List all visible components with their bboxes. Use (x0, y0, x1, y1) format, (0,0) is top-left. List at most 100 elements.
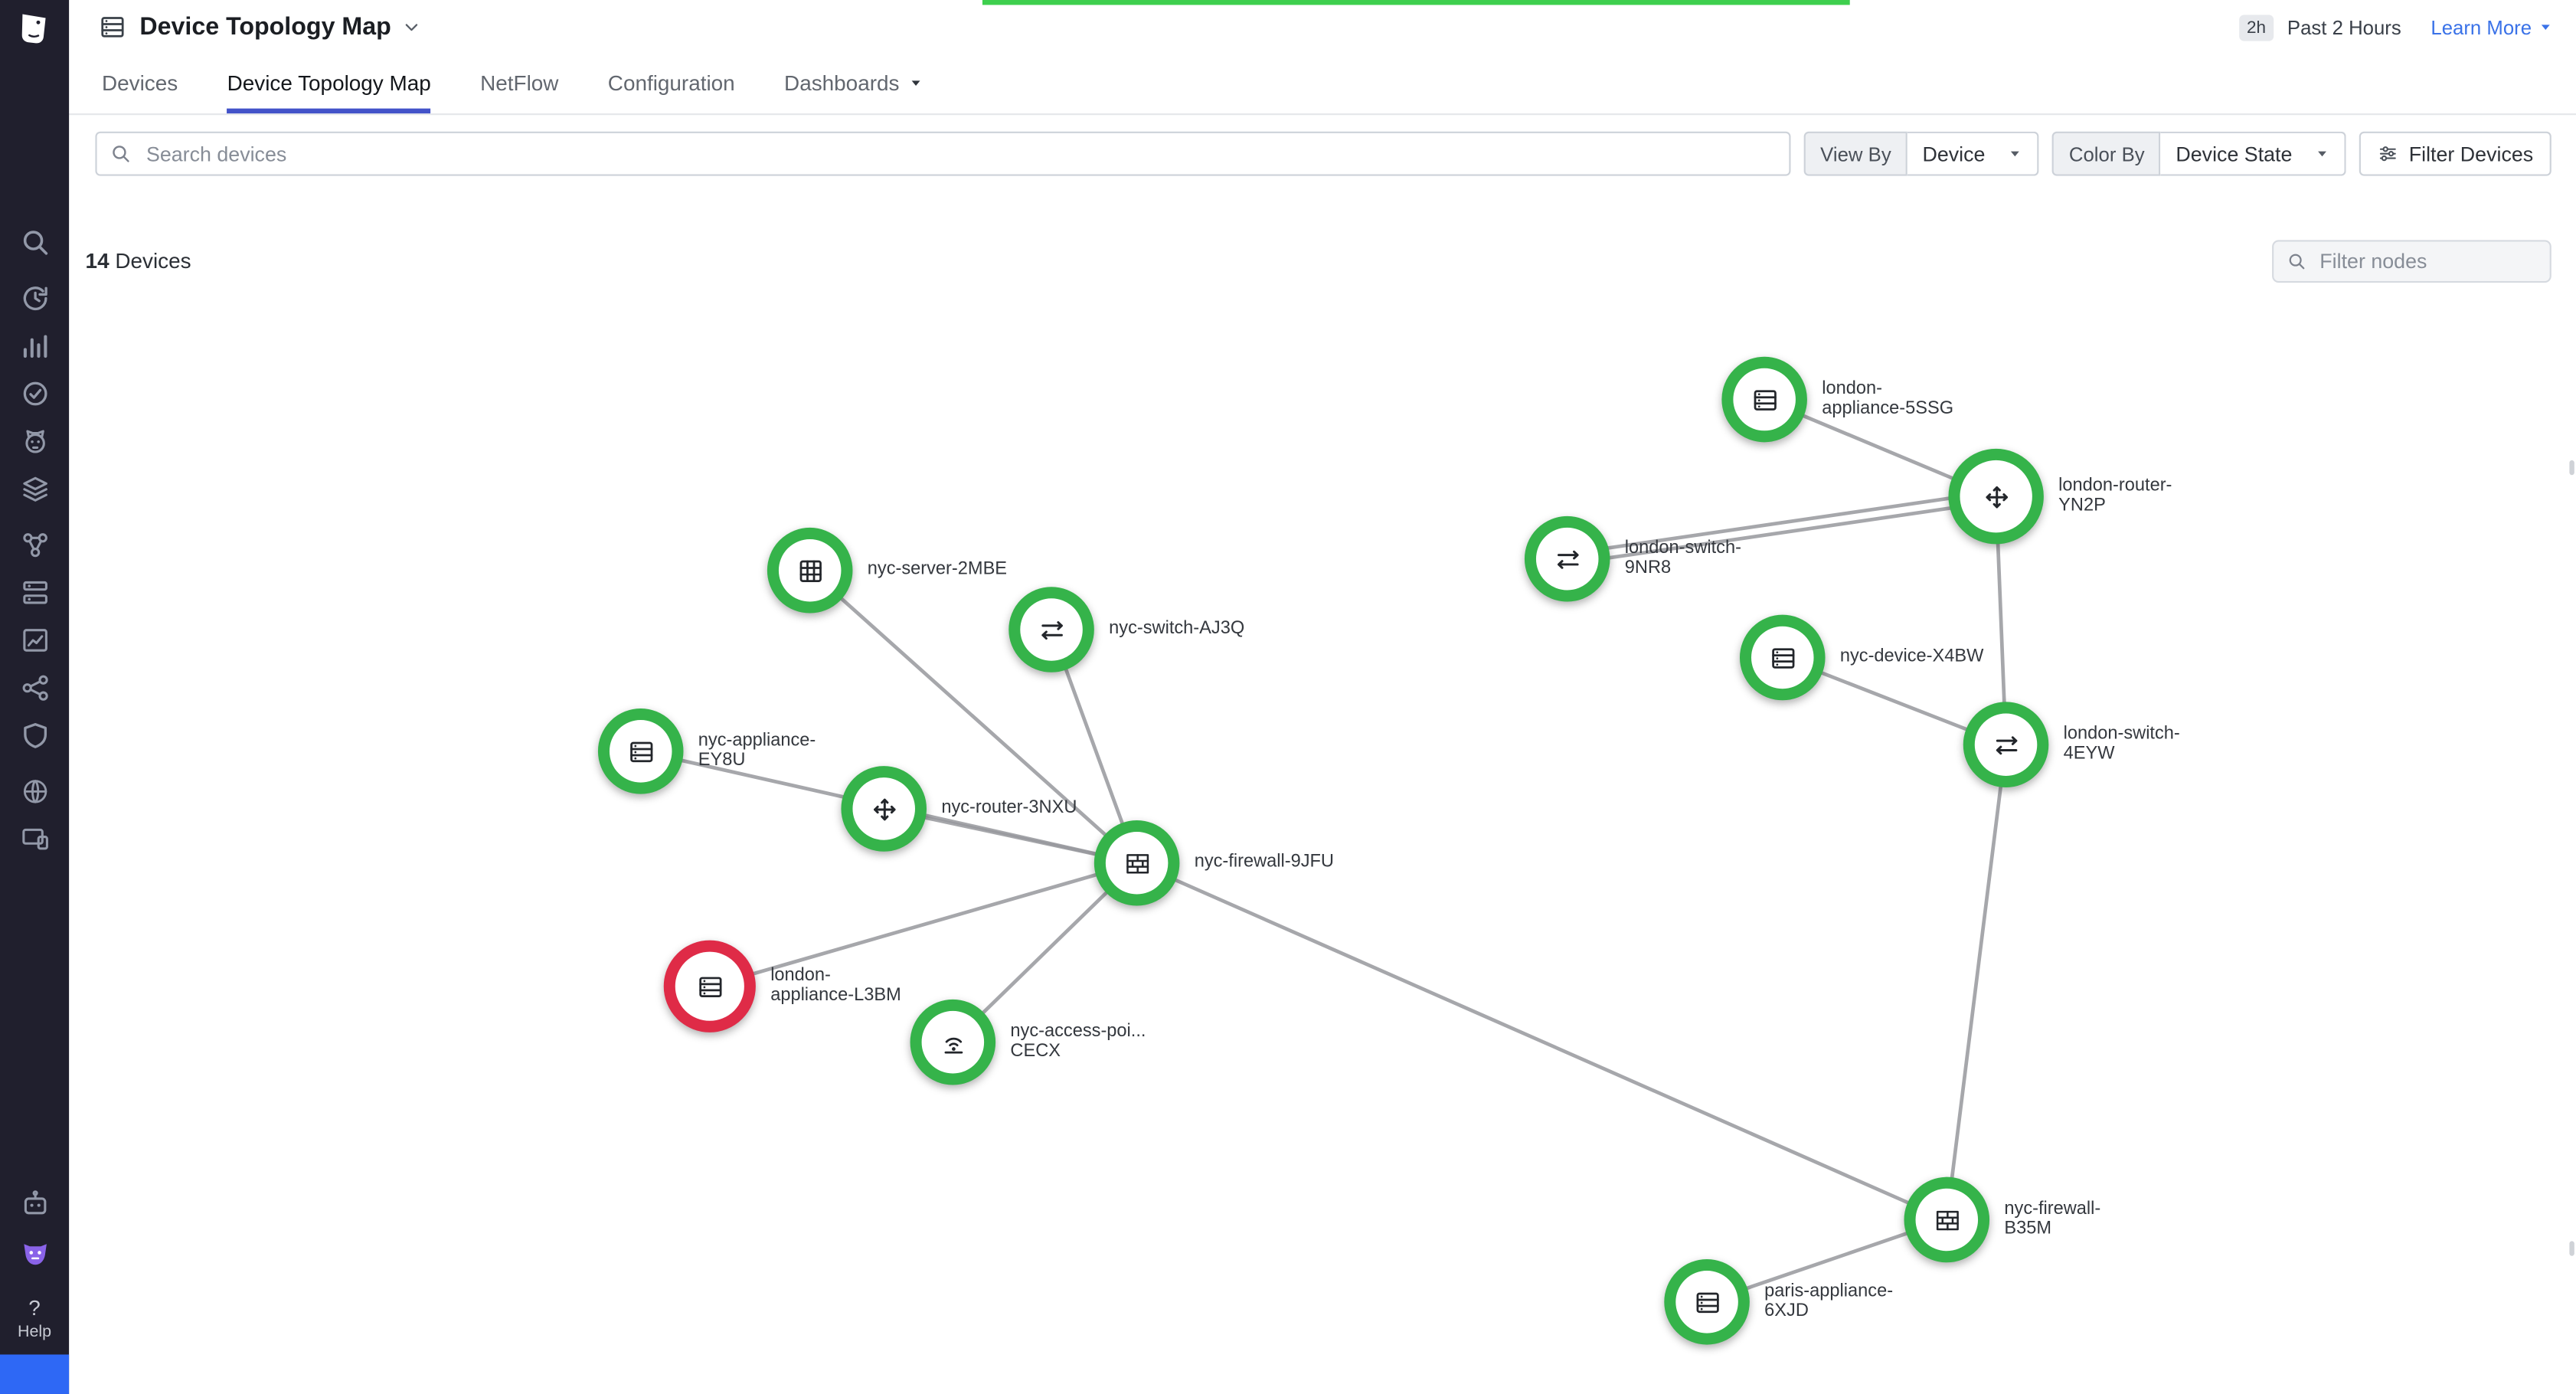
sidebar-item-rum[interactable] (19, 823, 51, 855)
page-header: Device Topology Map 2h Past 2 Hours Lear… (69, 0, 2576, 54)
topology-node-london-appliance-L3BM[interactable] (663, 940, 756, 1032)
topology-node-label: london-switch-9NR8 (1624, 538, 1741, 578)
topology-node-london-switch-4EYW[interactable] (1963, 702, 2049, 788)
view-by-label: View By (1803, 131, 1908, 176)
search-icon (110, 143, 132, 165)
server-icon (796, 556, 823, 584)
sidebar-item-watchdog[interactable] (19, 426, 51, 457)
topology-node-nyc-router-3NXU[interactable] (841, 766, 927, 852)
sidebar-item-bits-ai[interactable] (19, 1238, 51, 1269)
topology-node-label: london-router-YN2P (2058, 476, 2172, 515)
sidebar-item-hosts[interactable] (19, 577, 51, 608)
appliance-icon (1693, 1288, 1721, 1316)
search-devices-field[interactable] (142, 140, 1777, 167)
view-by-dropdown[interactable]: Device (1907, 131, 2040, 176)
tab-configuration[interactable]: Configuration (608, 54, 735, 113)
tab-netflow[interactable]: NetFlow (480, 54, 558, 113)
bits-ai-icon (19, 1238, 51, 1269)
sidebar-item-security[interactable] (19, 720, 51, 751)
assistant-icon (19, 1189, 51, 1220)
sidebar-help[interactable]: ? Help (18, 1297, 51, 1341)
watchdog-icon (19, 426, 51, 457)
switch-icon (1992, 731, 2019, 758)
topology-node-label: nyc-firewall-9JFU (1194, 852, 1334, 872)
switch-icon (1038, 616, 1065, 643)
scrollbar-marker (2569, 1241, 2574, 1256)
filter-nodes-field[interactable] (2316, 248, 2537, 275)
access-point-icon (939, 1028, 966, 1055)
topology-node-nyc-device-X4BW[interactable] (1739, 614, 1826, 701)
help-label: Help (17, 1323, 52, 1342)
sidebar-footer-button[interactable] (0, 1354, 70, 1394)
tab-devices[interactable]: Devices (102, 54, 178, 113)
sidebar-item-assistant[interactable] (19, 1189, 51, 1220)
topology-node-london-router-YN2P[interactable] (1948, 448, 2044, 545)
topology-node-label: nyc-appliance-EY8U (698, 730, 816, 770)
topology-node-label: paris-appliance-6XJD (1764, 1281, 1894, 1320)
sidebar-item-apm[interactable] (19, 672, 51, 704)
topology-node-nyc-firewall-B35M[interactable] (1904, 1176, 1990, 1263)
filter-icon (2378, 143, 2399, 165)
tab-label: Dashboards (784, 70, 900, 96)
sidebar: ? Help (0, 0, 70, 1394)
search-icon (2287, 251, 2306, 271)
color-by-label: Color By (2052, 131, 2162, 176)
sidebar-item-metrics[interactable] (19, 330, 51, 362)
color-by-control: Color By Device State (2052, 131, 2347, 176)
caret-down-icon (2538, 20, 2553, 34)
sidebar-item-search[interactable] (19, 227, 51, 258)
topology-node-label: nyc-switch-AJ3Q (1109, 618, 1245, 639)
filter-devices-label: Filter Devices (2408, 142, 2534, 165)
integrations-icon (19, 473, 51, 505)
device-count-unit: Devices (115, 248, 191, 273)
sidebar-item-synthetics[interactable] (19, 776, 51, 807)
topology-node-nyc-access-point-CECX[interactable] (910, 999, 996, 1085)
sidebar-item-processes[interactable] (19, 625, 51, 656)
synthetics-icon (19, 776, 51, 807)
sidebar-item-integrations[interactable] (19, 473, 51, 505)
apm-icon (19, 672, 51, 704)
color-by-value: Device State (2176, 142, 2293, 165)
time-range-label[interactable]: Past 2 Hours (2287, 15, 2401, 39)
caret-down-icon (2009, 146, 2023, 161)
tab-label: Devices (102, 70, 178, 96)
hosts-icon (19, 577, 51, 608)
datadog-logo[interactable] (14, 8, 55, 50)
tab-label: Device Topology Map (227, 70, 431, 96)
sidebar-item-monitors[interactable] (19, 378, 51, 410)
sidebar-item-history[interactable] (19, 283, 51, 314)
topology-node-label: london-switch-4EYW (2063, 724, 2180, 763)
appliance-icon (1751, 385, 1778, 413)
learn-more-link[interactable]: Learn More (2431, 15, 2553, 38)
topology-node-london-appliance-5SSG[interactable] (1721, 356, 1807, 443)
filter-devices-button[interactable]: Filter Devices (2359, 131, 2551, 176)
topology-node-paris-appliance-6XJD[interactable] (1664, 1258, 1750, 1345)
caret-down-icon (2315, 146, 2329, 161)
learn-more-label: Learn More (2431, 15, 2532, 39)
chevron-down-icon[interactable] (403, 18, 421, 37)
search-devices-input[interactable] (95, 131, 1791, 176)
metrics-icon (19, 330, 51, 362)
device-count-value: 14 (85, 248, 110, 273)
topology-node-nyc-server-2MBE[interactable] (767, 527, 853, 614)
service-map-icon (19, 529, 51, 561)
filter-nodes-input[interactable] (2272, 240, 2551, 283)
appliance-icon (696, 972, 724, 1000)
sidebar-item-service-map[interactable] (19, 529, 51, 561)
color-by-dropdown[interactable]: Device State (2161, 131, 2347, 176)
tab-dashboards[interactable]: Dashboards (784, 54, 924, 113)
appliance-icon (626, 738, 654, 765)
page-title: Device Topology Map (139, 13, 391, 41)
topology-node-london-switch-9NR8[interactable] (1524, 515, 1610, 602)
topology-node-nyc-appliance-EY8U[interactable] (597, 708, 684, 794)
firewall-icon (1933, 1206, 1960, 1233)
sidebar-nav (0, 227, 69, 871)
tab-device-topology-map[interactable]: Device Topology Map (227, 54, 431, 114)
topology-node-nyc-switch-AJ3Q[interactable] (1008, 587, 1094, 672)
time-range-badge[interactable]: 2h (2238, 14, 2274, 41)
topology-node-nyc-firewall-9JFU[interactable] (1093, 820, 1180, 906)
topology-node-label: london-appliance-L3BM (770, 965, 901, 1005)
